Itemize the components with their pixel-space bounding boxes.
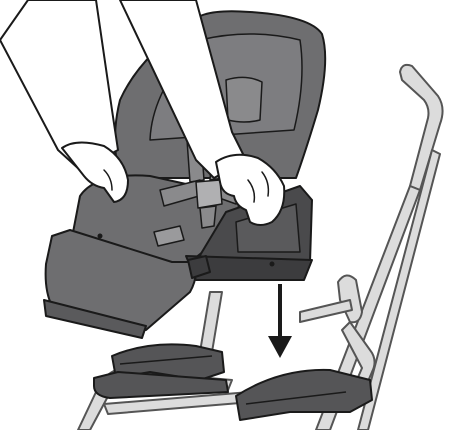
stroller-front-leg [200, 292, 222, 352]
stroller-side-tube [300, 300, 352, 322]
harness-crotch-strap [200, 206, 216, 228]
right-mount [236, 370, 372, 420]
harness-buckle [196, 180, 222, 208]
seat-headrest [226, 77, 262, 122]
down-arrow-icon [268, 284, 292, 358]
stroller-hinge [338, 275, 362, 322]
